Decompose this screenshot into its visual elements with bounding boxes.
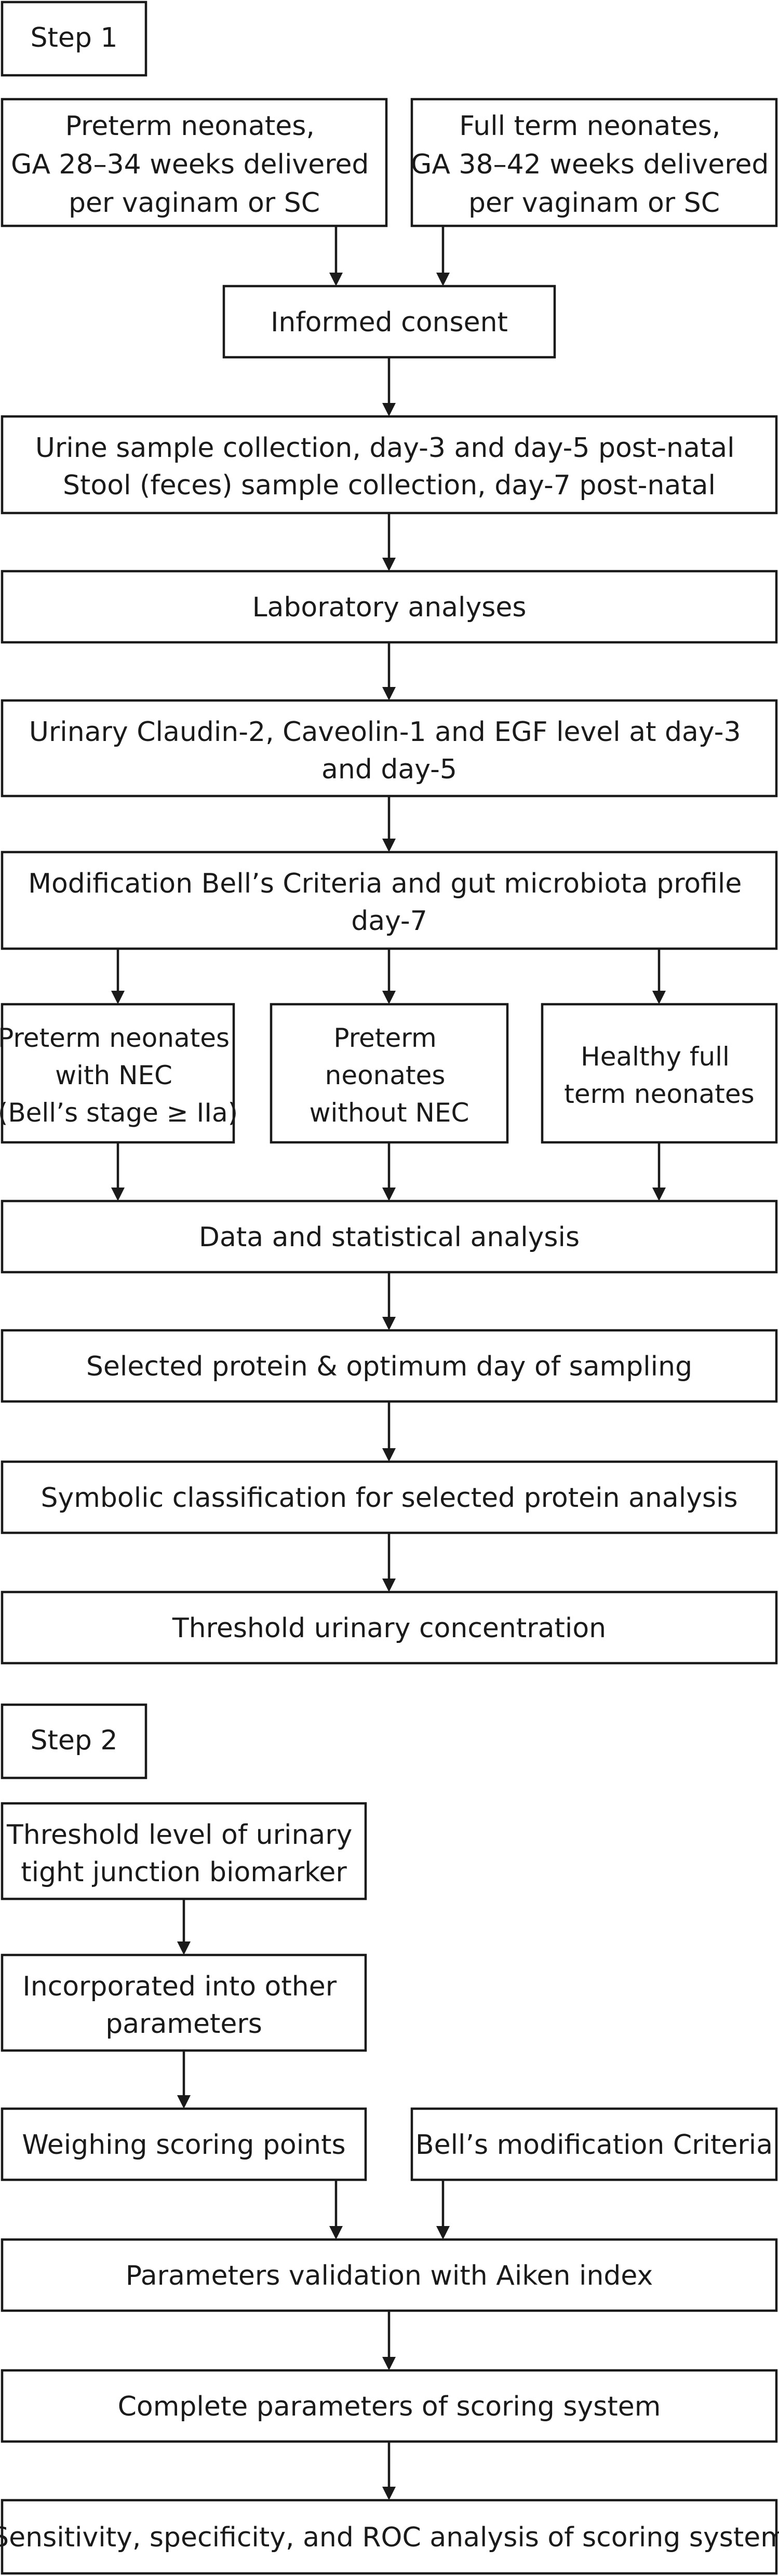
arrow-fullterm-to-consent xyxy=(436,226,450,286)
step1-label: Step 1 xyxy=(30,22,117,53)
symbolic-classification-text: Symbolic classification for selected pro… xyxy=(41,1482,737,1514)
arrow-consent-to-sampling xyxy=(382,357,396,416)
incorporated-box: Incorporated into other parameters xyxy=(1,1953,367,2052)
informed-consent-text: Informed consent xyxy=(271,307,508,338)
step2-label-box: Step 2 xyxy=(1,1703,147,1779)
connector-layer xyxy=(111,226,666,2500)
group-without-nec-text: Preterm neonates without NEC xyxy=(310,1023,469,1128)
selected-protein-text: Selected protein & optimum day of sampli… xyxy=(86,1351,692,1382)
preterm-group-text: Preterm neonates, GA 28–34 weeks deliver… xyxy=(11,111,378,219)
threshold-level-box: Threshold level of urinary tight junctio… xyxy=(1,1802,367,1900)
bells-modification-text: Bell’s modification Criteria xyxy=(415,2129,773,2161)
lab-analyses-text: Laboratory analyses xyxy=(252,592,527,623)
arrow-threshold-to-incorporated xyxy=(177,1899,191,1955)
arrow-weighing-to-validation xyxy=(329,2180,343,2240)
complete-parameters-box: Complete parameters of scoring system xyxy=(1,2369,778,2443)
arrow-healthy-to-data xyxy=(652,1142,666,1201)
lab-analyses-box: Laboratory analyses xyxy=(1,570,778,644)
group-nec-box: Preterm neonates with NEC (Bell’s stage … xyxy=(0,1003,238,1144)
group-without-nec-box: Preterm neonates without NEC xyxy=(270,1003,509,1144)
arrow-sampling-to-lab xyxy=(382,513,396,571)
fullterm-group-box: Full term neonates, GA 38–42 weeks deliv… xyxy=(410,98,778,227)
bells-modification-box: Bell’s modification Criteria xyxy=(410,2107,778,2181)
arrow-selected-to-symbolic xyxy=(382,1401,396,1462)
arrow-bells-to-healthy xyxy=(652,949,666,1004)
arrow-data-to-selected xyxy=(382,1272,396,1330)
sample-collection-box: Urine sample collection, day-3 and day-5… xyxy=(1,415,778,515)
complete-parameters-text: Complete parameters of scoring system xyxy=(118,2391,661,2422)
arrow-bells-mod-to-validation xyxy=(436,2180,450,2240)
arrow-bells-to-without-nec xyxy=(382,949,396,1004)
group-nec-text: Preterm neonates with NEC (Bell’s stage … xyxy=(0,1023,238,1128)
arrow-validation-to-complete xyxy=(382,2311,396,2370)
validation-text: Parameters validation with Aiken index xyxy=(126,2260,653,2291)
arrow-preterm-to-consent xyxy=(329,226,343,286)
group-healthy-box: Healthy full term neonates xyxy=(541,1003,778,1144)
selected-protein-box: Selected protein & optimum day of sampli… xyxy=(1,1329,778,1403)
threshold-level-text: Threshold level of urinary tight junctio… xyxy=(6,1819,361,1888)
bells-criteria-text: Modification Bell’s Criteria and gut mic… xyxy=(28,868,750,937)
validation-box: Parameters validation with Aiken index xyxy=(1,2238,778,2312)
informed-consent-box: Informed consent xyxy=(222,285,556,359)
urinary-levels-text: Urinary Claudin-2, Caveolin-1 and EGF le… xyxy=(29,717,749,785)
preterm-group-box: Preterm neonates, GA 28–34 weeks deliver… xyxy=(1,98,388,227)
weighing-points-box: Weighing scoring points xyxy=(1,2107,367,2181)
arrow-without-nec-to-data xyxy=(382,1142,396,1201)
data-analysis-box: Data and statistical analysis xyxy=(1,1199,778,1274)
sensitivity-box: Sensitivity, specificity, and ROC analys… xyxy=(0,2499,779,2575)
sample-collection-text: Urine sample collection, day-3 and day-5… xyxy=(35,433,743,501)
threshold-concentration-text: Threshold urinary concentration xyxy=(172,1613,606,1644)
arrow-urinary-to-bells xyxy=(382,796,396,852)
threshold-concentration-box: Threshold urinary concentration xyxy=(1,1590,778,1665)
weighing-points-text: Weighing scoring points xyxy=(22,2129,345,2161)
group-healthy-text: Healthy full term neonates xyxy=(564,1042,754,1109)
arrow-symbolic-to-threshold xyxy=(382,1533,396,1592)
step2-label: Step 2 xyxy=(30,1725,117,1756)
arrow-incorporated-to-weighing xyxy=(177,2051,191,2109)
arrow-complete-to-sensitivity xyxy=(382,2442,396,2500)
urinary-levels-box: Urinary Claudin-2, Caveolin-1 and EGF le… xyxy=(1,699,778,798)
arrow-bells-to-nec xyxy=(111,949,125,1004)
fullterm-group-text: Full term neonates, GA 38–42 weeks deliv… xyxy=(411,111,777,219)
arrow-lab-to-urinary xyxy=(382,642,396,700)
arrow-nec-to-data xyxy=(111,1142,125,1201)
data-analysis-text: Data and statistical analysis xyxy=(199,1222,580,1253)
step1-label-box: Step 1 xyxy=(1,1,147,77)
sensitivity-text: Sensitivity, specificity, and ROC analys… xyxy=(0,2522,779,2553)
symbolic-classification-box: Symbolic classification for selected pro… xyxy=(1,1460,778,1534)
bells-criteria-box: Modification Bell’s Criteria and gut mic… xyxy=(1,851,778,950)
incorporated-text: Incorporated into other parameters xyxy=(22,1971,345,2040)
